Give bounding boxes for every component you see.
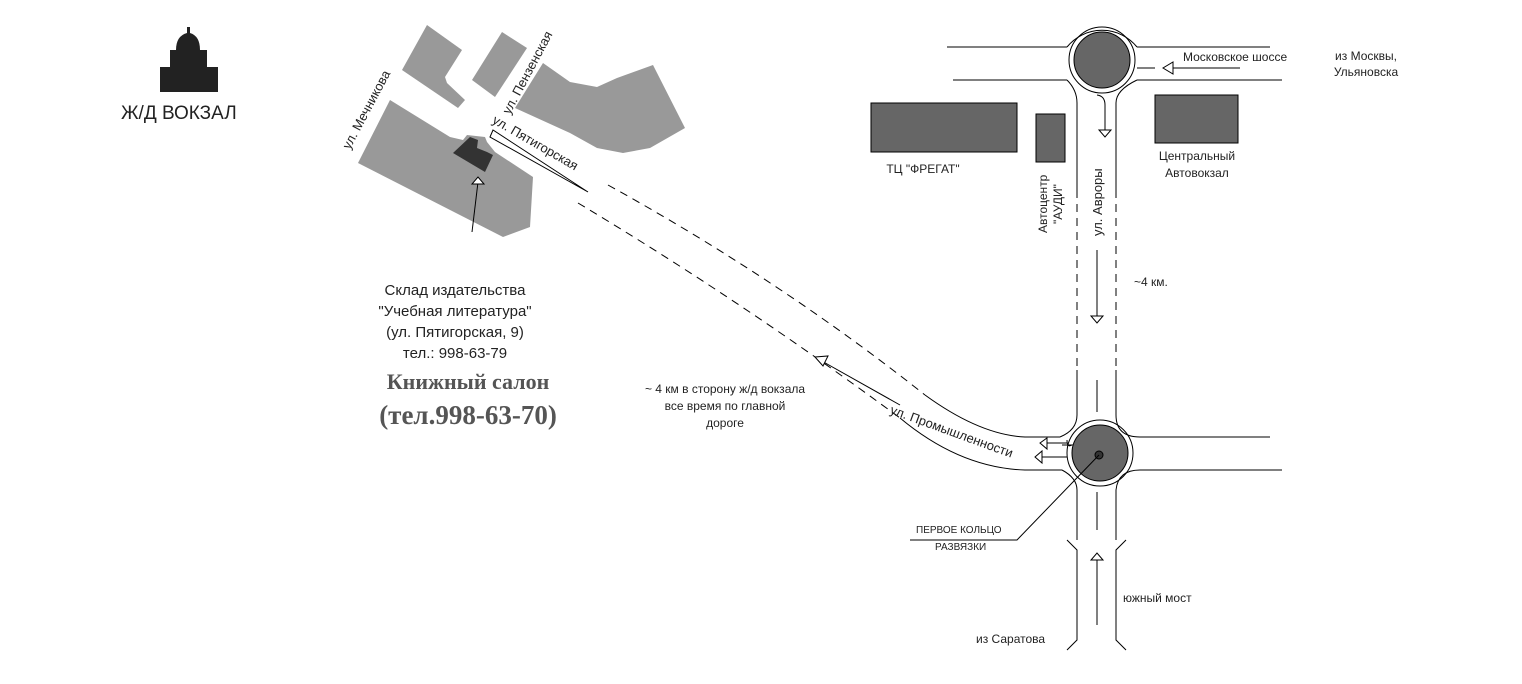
- fregat-building: [870, 102, 1018, 153]
- from-moscow: Ульяновска: [1333, 65, 1399, 79]
- audi-label: "АУДИ": [1051, 184, 1065, 224]
- audi-building: [1035, 113, 1066, 163]
- bus-station-label: Автовокзал: [1165, 166, 1229, 180]
- street-label-avrory: ул. Авроры: [1090, 168, 1105, 236]
- warehouse-line: Склад издательства: [384, 282, 526, 299]
- avrory-street: [1076, 103, 1117, 415]
- bus-station-building: [1154, 94, 1239, 144]
- arrow-up-icon: [1089, 552, 1105, 561]
- block: [515, 63, 685, 153]
- arrow-left-icon: [1034, 449, 1043, 465]
- railway-station-icon: [160, 27, 218, 92]
- audi-label: Автоцентр: [1036, 174, 1050, 233]
- from-moscow: из Москвы,: [1335, 49, 1397, 63]
- roundabout-island: [1073, 31, 1131, 89]
- direction-text: дороге: [706, 416, 744, 430]
- distance-label: ~4 км.: [1134, 275, 1168, 289]
- arrow-left-icon: [1162, 61, 1174, 75]
- block: [402, 25, 465, 108]
- promyshlennosti-road: [577, 184, 1062, 471]
- direction-text: все время по главной: [664, 399, 786, 413]
- warehouse-line: (ул. Пятигорская, 9): [386, 324, 524, 341]
- salon-phone: (тел.998-63-70): [379, 400, 557, 430]
- fregat-label: ТЦ "ФРЕГАТ": [886, 162, 960, 176]
- top-roundabout: [947, 26, 1282, 104]
- ring-label: РАЗВЯЗКИ: [935, 542, 987, 553]
- street-label-moskovskoe: Московское шоссе: [1183, 50, 1288, 64]
- from-saratov: из Саратова: [976, 632, 1046, 646]
- ring-label: ПЕРВОЕ КОЛЬЦО: [916, 525, 1002, 536]
- arrow-down-icon: [1089, 315, 1105, 324]
- warehouse-building: [453, 137, 493, 172]
- block: [472, 32, 527, 97]
- arrow-left-icon: [813, 355, 829, 367]
- warehouse-phone: тел.: 998-63-79: [402, 345, 508, 362]
- warehouse-line: "Учебная литература": [378, 303, 532, 320]
- salon-title: Книжный салон: [386, 369, 550, 394]
- direction-text: ~ 4 км в сторону ж/д вокзала: [644, 382, 806, 396]
- station-label: Ж/Д ВОКЗАЛ: [121, 103, 237, 124]
- arrow-up-icon: [470, 176, 486, 185]
- arrow-left-icon: [1039, 437, 1048, 451]
- city-blocks: [358, 25, 685, 237]
- pyatigorskaya-arrow-icon: [489, 129, 589, 193]
- arrow-down-icon: [1097, 129, 1113, 138]
- bus-station-label: Центральный: [1158, 149, 1236, 163]
- bridge-label: южный мост: [1123, 591, 1192, 605]
- bottom-roundabout: [1059, 414, 1282, 651]
- block: [358, 100, 533, 237]
